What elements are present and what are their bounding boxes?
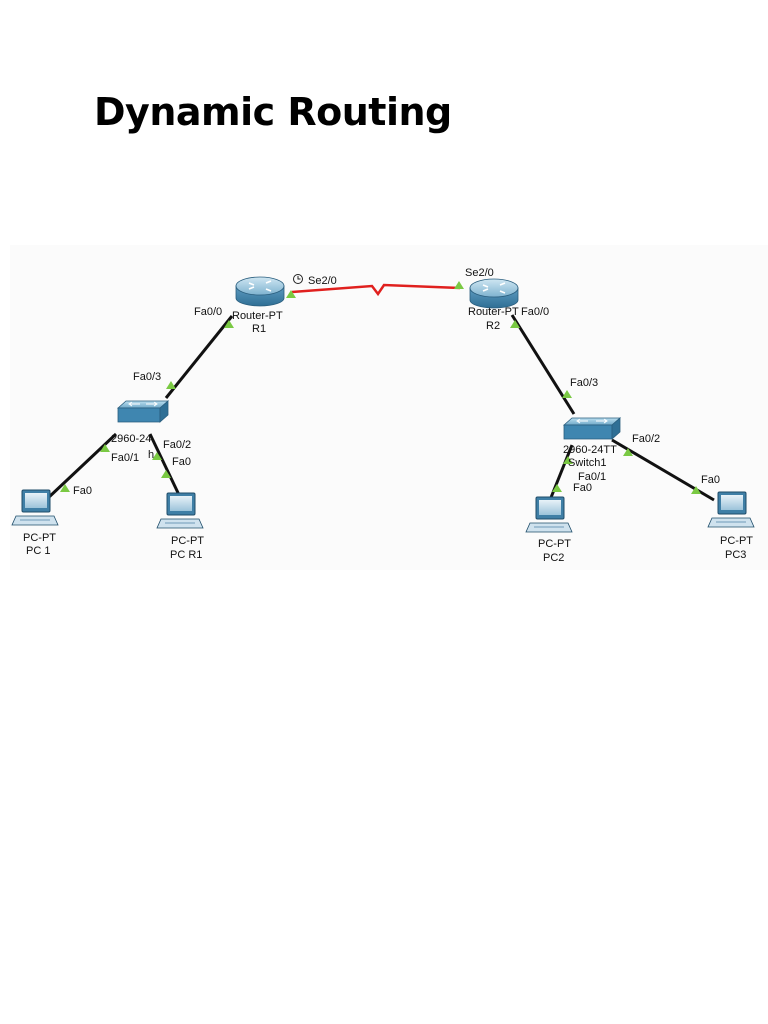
link-up-indicator: [161, 470, 171, 478]
switch1-port-a-label: Fa0/1: [578, 471, 606, 483]
switch0-uplink-label: Fa0/3: [133, 371, 161, 383]
pc-icon: [11, 489, 59, 526]
pc1-name-label: PC 1: [26, 545, 50, 557]
switch0-model-label: 2960-24: [111, 433, 151, 445]
r2-model-label: Router-PT: [468, 306, 519, 318]
page-title: Dynamic Routing: [94, 90, 452, 134]
pcr1-name-label: PC R1: [170, 549, 202, 561]
switch-1[interactable]: Fa0/3 2960-24TT Fa0/2 Switch1 Fa0/1: [562, 377, 660, 483]
link-switch0-pcr1[interactable]: [148, 433, 182, 498]
pc-icon: [707, 491, 755, 528]
pc-icon: [525, 496, 573, 533]
router-icon: [469, 278, 519, 309]
pc1-port-label: Fa0: [73, 485, 92, 497]
r2-fa-port-label: Fa0/0: [521, 306, 549, 318]
pc2-model-label: PC-PT: [538, 538, 571, 550]
pc1-model-label: PC-PT: [23, 532, 56, 544]
r1-model-label: Router-PT: [232, 310, 283, 322]
pc-icon: [156, 492, 204, 529]
pc-2[interactable]: Fa0 PC-PT PC2: [525, 482, 592, 564]
link-up-indicator: [224, 320, 234, 328]
pc3-port-label: Fa0: [701, 474, 720, 486]
links: [46, 283, 715, 502]
link-up-indicator: [454, 281, 464, 289]
link-up-indicator: [286, 290, 296, 298]
switch-0[interactable]: Fa0/3 2960-24 Fa0/2 Fa0/1 h: [111, 371, 191, 464]
link-up-indicator: [100, 444, 110, 452]
link-up-indicator: [563, 456, 573, 464]
r2-serial-port-label: Se2/0: [465, 267, 494, 279]
switch-icon: [562, 417, 622, 440]
link-r2-switch1[interactable]: [510, 314, 576, 415]
pcr1-port-label: Fa0: [172, 456, 191, 468]
router-icon: [235, 276, 285, 307]
pc2-port-label: Fa0: [573, 482, 592, 494]
switch1-name-label: Switch1: [568, 457, 607, 469]
r2-name-label: R2: [486, 320, 500, 332]
link-up-indicator: [552, 484, 562, 492]
serial-link-r1-r2[interactable]: [291, 283, 461, 297]
r1-fa-port-label: Fa0/0: [194, 306, 222, 318]
pc3-name-label: PC3: [725, 549, 746, 561]
link-status-indicators: [60, 281, 701, 494]
link-up-indicator: [510, 320, 520, 328]
switch-icon: [116, 400, 170, 423]
switch0-port-a-label: Fa0/1: [111, 452, 139, 464]
link-up-indicator: [623, 448, 633, 456]
pc3-model-label: PC-PT: [720, 535, 753, 547]
pc-3[interactable]: Fa0 PC-PT PC3: [701, 474, 755, 561]
pc-1[interactable]: Fa0 PC-PT PC 1: [11, 485, 92, 557]
switch0-port-b-label: Fa0/2: [163, 439, 191, 451]
r1-name-label: R1: [252, 323, 266, 335]
switch1-uplink-label: Fa0/3: [570, 377, 598, 389]
link-up-indicator: [166, 381, 176, 389]
router-r1[interactable]: Se2/0 Fa0/0 Router-PT R1: [194, 274, 337, 336]
clock-icon: [293, 274, 303, 284]
router-r2[interactable]: Se2/0 Router-PT Fa0/0 R2: [465, 267, 549, 332]
link-up-indicator: [60, 484, 70, 492]
link-up-indicator: [152, 452, 162, 460]
link-up-indicator: [562, 390, 572, 398]
link-up-indicator: [691, 486, 701, 494]
switch0-name-label: h: [148, 449, 154, 461]
switch1-port-b-label: Fa0/2: [632, 433, 660, 445]
switch1-model-label: 2960-24TT: [563, 444, 617, 456]
r1-serial-port-label: Se2/0: [308, 275, 337, 287]
pc2-name-label: PC2: [543, 552, 564, 564]
pc-r1[interactable]: Fa0 PC-PT PC R1: [156, 456, 204, 561]
link-r1-switch0[interactable]: [164, 315, 234, 399]
pcr1-model-label: PC-PT: [171, 535, 204, 547]
